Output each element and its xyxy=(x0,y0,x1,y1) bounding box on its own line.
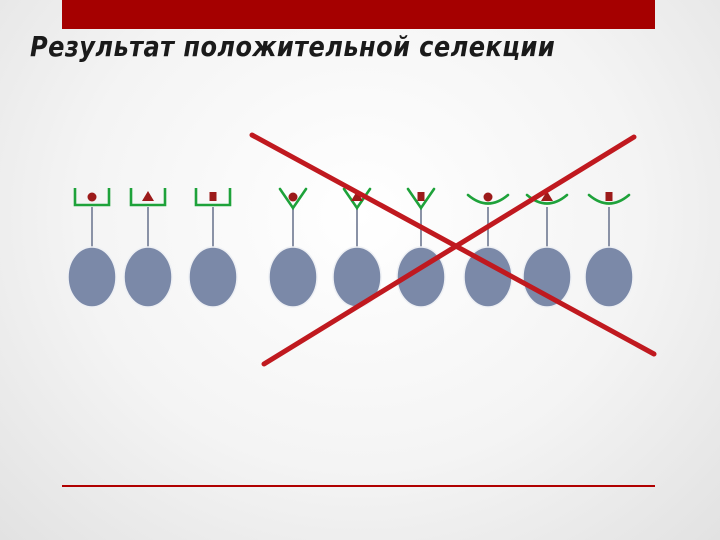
y-receptor-icon xyxy=(406,187,436,211)
triangle-antigen-icon xyxy=(541,191,553,201)
bracket-receptor-icon xyxy=(129,188,167,207)
square-antigen-icon xyxy=(605,192,613,201)
square-antigen-icon xyxy=(209,192,217,201)
bottom-divider xyxy=(62,485,655,487)
cell xyxy=(67,188,117,308)
circle-antigen-icon xyxy=(87,192,97,202)
cup-receptor-icon xyxy=(525,193,569,205)
cell-body xyxy=(67,246,117,308)
circle-antigen-icon xyxy=(288,192,298,202)
cell xyxy=(463,192,513,308)
cell xyxy=(123,188,173,308)
triangle-antigen-icon xyxy=(351,191,363,201)
cell xyxy=(268,187,318,308)
cell xyxy=(584,192,634,308)
triangle-antigen-icon xyxy=(142,191,154,201)
cell xyxy=(522,191,572,308)
cell-body xyxy=(268,246,318,308)
cross-line-2 xyxy=(261,134,637,367)
slide-title: Результат положительной селекции xyxy=(30,30,556,63)
title-accent-bar xyxy=(62,0,655,29)
cup-receptor-icon xyxy=(587,193,631,205)
cell xyxy=(396,187,446,308)
bracket-receptor-icon xyxy=(194,188,232,207)
cup-receptor-icon xyxy=(466,193,510,205)
cell-body xyxy=(584,246,634,308)
cell xyxy=(332,187,382,308)
y-receptor-icon xyxy=(278,187,308,211)
cross-line-1 xyxy=(249,132,657,357)
square-antigen-icon xyxy=(417,192,425,201)
bracket-receptor-icon xyxy=(73,188,111,207)
circle-antigen-icon xyxy=(483,192,493,202)
cell-body xyxy=(123,246,173,308)
cross-out-mark xyxy=(249,132,657,367)
cell xyxy=(188,188,238,308)
cell-body xyxy=(188,246,238,308)
cells-layer xyxy=(67,187,634,308)
